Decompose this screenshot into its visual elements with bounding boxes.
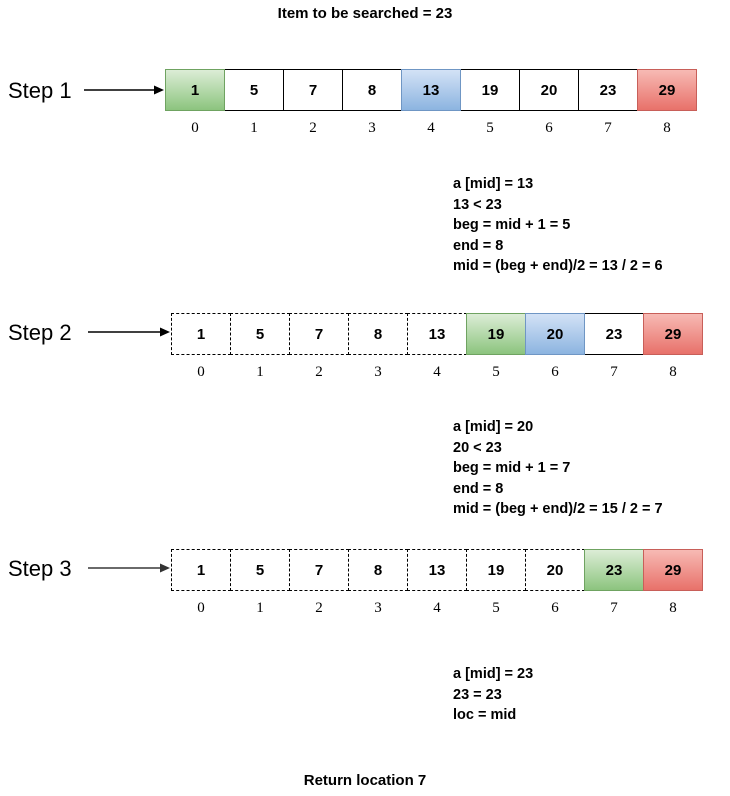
note-line: beg = mid + 1 = 7: [453, 460, 571, 477]
array-cell-step-2-index-2: 7: [289, 313, 349, 355]
array-index-step-2-0: 0: [197, 364, 205, 380]
note-line: mid = (beg + end)/2 = 13 / 2 = 6: [453, 258, 663, 275]
note-line: beg = mid + 1 = 5: [453, 217, 571, 234]
array-cell-step-3-index-5: 19: [466, 549, 526, 591]
array-index-step-1-3: 3: [368, 120, 376, 136]
array-index-step-2-4: 4: [433, 364, 441, 380]
step-2-note: a [mid] = 20 20 < 23 beg = mid + 1 = 7 end …: [453, 417, 663, 520]
array-cell-step-2-index-6: 20: [525, 313, 585, 355]
array-index-step-1-4: 4: [427, 120, 435, 136]
array-index-step-3-2: 2: [315, 600, 323, 616]
array-index-step-2-5: 5: [492, 364, 500, 380]
array-index-step-1-1: 1: [250, 120, 258, 136]
note-line: 13 < 23: [453, 196, 502, 213]
step-3-arrow-icon: [88, 562, 170, 574]
array-cell-step-2-index-5: 19: [466, 313, 526, 355]
array-cell-step-3-index-3: 8: [348, 549, 408, 591]
note-line: 23 = 23: [453, 686, 502, 703]
array-cell-step-1-index-0: 1: [165, 69, 225, 111]
note-line: end = 8: [453, 237, 504, 254]
array-cell-step-3-index-8: 29: [643, 549, 703, 591]
array-index-step-3-6: 6: [551, 600, 559, 616]
array-index-step-2-1: 1: [256, 364, 264, 380]
array-index-step-2-6: 6: [551, 364, 559, 380]
array-index-step-3-8: 8: [669, 600, 677, 616]
array-index-step-1-6: 6: [545, 120, 553, 136]
array-cell-step-3-index-7: 23: [584, 549, 644, 591]
array-index-step-3-1: 1: [256, 600, 264, 616]
array-cell-step-2-index-4: 13: [407, 313, 467, 355]
note-line: end = 8: [453, 480, 504, 497]
array-index-step-1-2: 2: [309, 120, 317, 136]
array-cell-step-2-index-1: 5: [230, 313, 290, 355]
step-1-label: Step 1: [8, 78, 72, 103]
note-line: a [mid] = 13: [453, 176, 534, 192]
note-line: a [mid] = 20: [453, 419, 534, 435]
array-index-step-3-5: 5: [492, 600, 500, 616]
array-index-step-1-0: 0: [191, 120, 199, 136]
array-cell-step-1-index-8: 29: [637, 69, 697, 111]
index-row-step-2: 0 1 2 3 4 5 6 7 8: [171, 364, 703, 381]
array-index-step-3-0: 0: [197, 600, 205, 616]
array-cell-step-3-index-4: 13: [407, 549, 467, 591]
array-index-step-1-5: 5: [486, 120, 494, 136]
array-cell-step-2-index-7: 23: [584, 313, 644, 355]
index-row-step-3: 0 1 2 3 4 5 6 7 8: [171, 600, 703, 617]
step-1-note: a [mid] = 13 13 < 23 beg = mid + 1 = 5 end …: [453, 174, 663, 277]
page-title: Item to be searched = 23: [277, 5, 453, 22]
array-index-step-2-7: 7: [610, 364, 618, 380]
index-row-step-1: 0 1 2 3 4 5 6 7 8: [165, 120, 697, 137]
array-cell-step-1-index-4: 13: [401, 69, 461, 111]
note-line: 20 < 23: [453, 439, 502, 456]
array-index-step-3-4: 4: [433, 600, 441, 616]
note-line: loc = mid: [453, 707, 517, 724]
array-cell-step-1-index-2: 7: [283, 69, 343, 111]
array-cell-step-3-index-6: 20: [525, 549, 585, 591]
step-2-arrow-icon: [88, 326, 170, 338]
step-3-note: a [mid] = 23 23 = 23 loc = mid: [453, 664, 533, 726]
array-cell-step-2-index-8: 29: [643, 313, 703, 355]
array-index-step-1-7: 7: [604, 120, 612, 136]
array-index-step-1-8: 8: [663, 120, 671, 136]
array-cell-step-2-index-0: 1: [171, 313, 231, 355]
array-index-step-2-8: 8: [669, 364, 677, 380]
step-1-arrow-icon: [84, 84, 164, 96]
array-index-step-2-3: 3: [374, 364, 382, 380]
array-cell-step-1-index-1: 5: [224, 69, 284, 111]
array-cell-step-3-index-1: 5: [230, 549, 290, 591]
array-cell-step-1-index-6: 20: [519, 69, 579, 111]
return-location-caption: Return location 7: [303, 772, 427, 789]
array-index-step-3-3: 3: [374, 600, 382, 616]
array-cell-step-2-index-3: 8: [348, 313, 408, 355]
array-cell-step-3-index-0: 1: [171, 549, 231, 591]
array-index-step-3-7: 7: [610, 600, 618, 616]
note-line: mid = (beg + end)/2 = 15 / 2 = 7: [453, 501, 663, 518]
note-line: a [mid] = 23: [453, 666, 534, 682]
array-cell-step-1-index-3: 8: [342, 69, 402, 111]
step-3-label: Step 3: [8, 556, 72, 581]
array-cell-step-1-index-7: 23: [578, 69, 638, 111]
step-2-label: Step 2: [8, 320, 72, 345]
array-cell-step-3-index-2: 7: [289, 549, 349, 591]
array-index-step-2-2: 2: [315, 364, 323, 380]
array-cell-step-1-index-5: 19: [460, 69, 520, 111]
